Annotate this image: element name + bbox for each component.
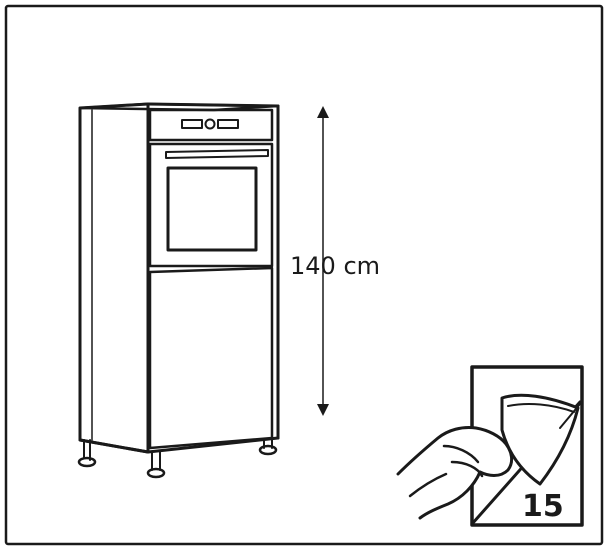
oven-handle: [165, 149, 269, 159]
oven-display-left: [181, 119, 203, 129]
hand-turning-page-icon: [396, 365, 584, 527]
oven-cabinet-illustration: [77, 102, 280, 479]
oven-control-panel: [148, 108, 274, 142]
cabinet-leg-left: [83, 439, 91, 461]
cabinet-lower-door: [148, 266, 274, 450]
cabinet-leg-front: [151, 451, 161, 471]
dimension-arrow-icon: [317, 106, 329, 416]
hand-shape: [396, 426, 514, 520]
height-dimension-label: 140 cm: [290, 252, 380, 280]
oven-door: [148, 142, 274, 268]
curled-page: [500, 393, 580, 486]
oven-display-right: [217, 119, 239, 129]
oven-window: [166, 166, 258, 252]
panel-border: [4, 4, 604, 546]
oven-knob-icon: [204, 118, 216, 130]
page-reference-number: 15: [522, 489, 564, 524]
cabinet-side-panel: [78, 102, 150, 454]
